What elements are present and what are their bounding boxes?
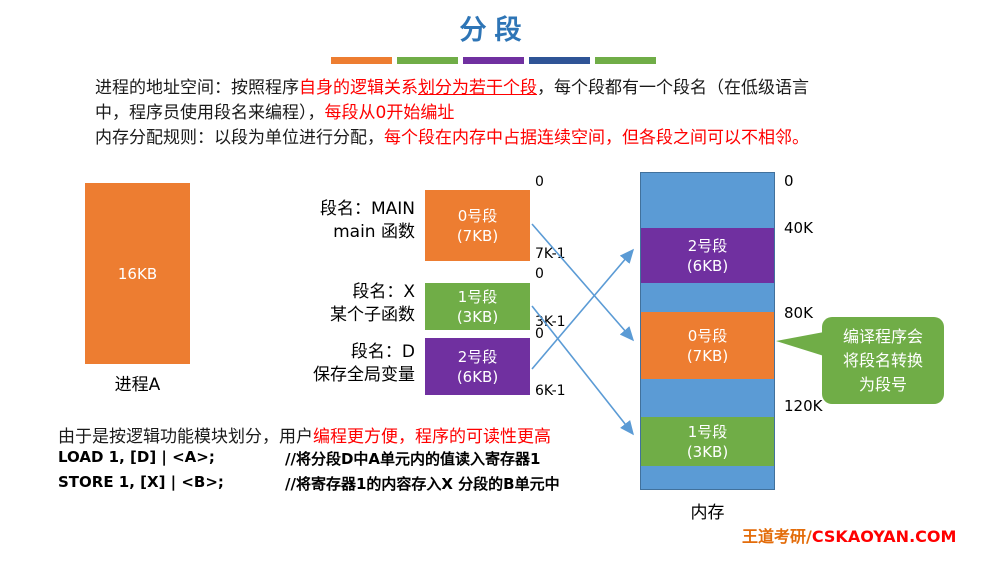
intro-text: 进程的地址空间：按照程序 <box>95 78 299 98</box>
segment-0-end-addr: 7K-1 <box>535 246 566 262</box>
brand-name: 王道考研/ <box>742 527 812 546</box>
segment-0-name-line1: 段名：MAIN <box>319 199 415 219</box>
compiler-note-bubble: 编译程序会 将段名转换 为段号 <box>822 317 944 404</box>
store-comment: //将寄存器1的内容存入X 分段的B单元中 <box>285 475 560 493</box>
segment-0-box: 0号段 (7KB) <box>425 190 530 261</box>
memory-block-segment-1: 1号段 (3KB) <box>641 417 774 466</box>
segment-2-start-addr: 0 <box>535 326 544 342</box>
intro-text: 内存分配规则：以段为单位进行分配， <box>95 128 384 148</box>
load-instruction: LOAD 1, [D] | <A>; <box>58 448 215 466</box>
benefit-text: 由于是按逻辑功能模块划分，用户 <box>58 427 313 447</box>
store-instruction: STORE 1, [X] | <B>; <box>58 473 224 491</box>
intro-highlight: 每个段在内存中占据连续空间，但各段之间可以不相邻。 <box>384 128 809 148</box>
segment-2-box-size: (6KB) <box>456 367 499 386</box>
segment-2-box: 2号段 (6KB) <box>425 338 530 395</box>
segment-1-name-line1: 段名：X <box>352 282 415 302</box>
accent-bar-purple <box>463 57 524 64</box>
process-a-size: 16KB <box>117 264 158 283</box>
memory-addr-40k: 40K <box>784 219 813 237</box>
memory-block-segment-0: 0号段 (7KB) <box>641 312 774 379</box>
bubble-line-2: 将段名转换 <box>842 350 923 370</box>
intro-text: ，每个段都有一个段名（在低级语言 <box>537 78 809 98</box>
segment-1-start-addr: 0 <box>535 266 544 282</box>
memory-block-title: 2号段 <box>687 236 728 255</box>
memory-addr-120k: 120K <box>784 397 823 415</box>
intro-line-3: 内存分配规则：以段为单位进行分配，每个段在内存中占据连续空间，但各段之间可以不相… <box>95 126 925 151</box>
watermark: 王道考研/CSKAOYAN.COM <box>742 523 956 547</box>
bubble-line-3: 为段号 <box>858 374 907 394</box>
segment-1-box-size: (3KB) <box>456 307 499 326</box>
benefit-highlight: 编程更方便，程序的可读性更高 <box>313 427 551 447</box>
segment-2-end-addr: 6K-1 <box>535 383 566 399</box>
segment-0-box-title: 0号段 <box>457 206 498 225</box>
memory-block-size: (3KB) <box>686 442 729 461</box>
segment-2-name-line1: 段名：D <box>350 342 415 362</box>
intro-highlight: 自身的逻辑关系 <box>299 78 418 98</box>
accent-bar-blue <box>529 57 590 64</box>
page-title: 分段 <box>459 15 530 46</box>
load-comment: //将分段D中A单元内的值读入寄存器1 <box>285 450 541 468</box>
memory-column: 2号段 (6KB) 0号段 (7KB) 1号段 (3KB) <box>640 172 775 490</box>
memory-block-title: 0号段 <box>687 326 728 345</box>
segment-1-name-line2: 某个子函数 <box>330 305 415 325</box>
arrow-seg2-to-memory <box>531 248 635 370</box>
bubble-line-1: 编译程序会 <box>842 326 923 346</box>
benefit-note: 由于是按逻辑功能模块划分，用户编程更方便，程序的可读性更高 <box>58 422 551 447</box>
intro-paragraph: 进程的地址空间：按照程序自身的逻辑关系划分为若干个段，每个段都有一个段名（在低级… <box>95 76 925 151</box>
process-a-label: 进程A <box>114 375 161 395</box>
memory-addr-80k: 80K <box>784 304 813 322</box>
intro-highlight-underlined: 划分为若干个段 <box>418 78 537 98</box>
accent-bar-green-2 <box>595 57 656 64</box>
accent-bar-orange <box>331 57 392 64</box>
segment-0-start-addr: 0 <box>535 174 544 190</box>
intro-text: 中，程序员使用段名来编程）， <box>95 103 325 123</box>
intro-line-1: 进程的地址空间：按照程序自身的逻辑关系划分为若干个段，每个段都有一个段名（在低级… <box>95 76 925 101</box>
accent-bar-green <box>397 57 458 64</box>
segment-0-name-line2: main 函数 <box>333 222 415 242</box>
intro-highlight: 每段从0开始编址 <box>324 103 455 123</box>
segment-1-name: 段名：X 某个子函数 <box>250 281 415 327</box>
memory-block-size: (6KB) <box>686 256 729 275</box>
memory-block-title: 1号段 <box>687 422 728 441</box>
memory-label: 内存 <box>690 503 725 523</box>
segment-0-box-size: (7KB) <box>456 226 499 245</box>
segment-2-name-line2: 保存全局变量 <box>313 365 415 385</box>
segment-2-box-title: 2号段 <box>457 347 498 366</box>
segment-1-box-title: 1号段 <box>457 287 498 306</box>
memory-block-segment-2: 2号段 (6KB) <box>641 228 774 283</box>
memory-block-size: (7KB) <box>686 346 729 365</box>
intro-line-2: 中，程序员使用段名来编程），每段从0开始编址 <box>95 101 925 126</box>
process-a-box: 16KB <box>85 183 190 364</box>
memory-addr-0: 0 <box>784 172 794 190</box>
title-accent-bars <box>331 57 656 64</box>
segment-1-box: 1号段 (3KB) <box>425 283 530 330</box>
speech-bubble-tail <box>776 332 824 356</box>
segment-2-name: 段名：D 保存全局变量 <box>250 341 415 387</box>
site-url: CSKAOYAN.COM <box>811 527 957 546</box>
segment-0-name: 段名：MAIN main 函数 <box>250 198 415 244</box>
